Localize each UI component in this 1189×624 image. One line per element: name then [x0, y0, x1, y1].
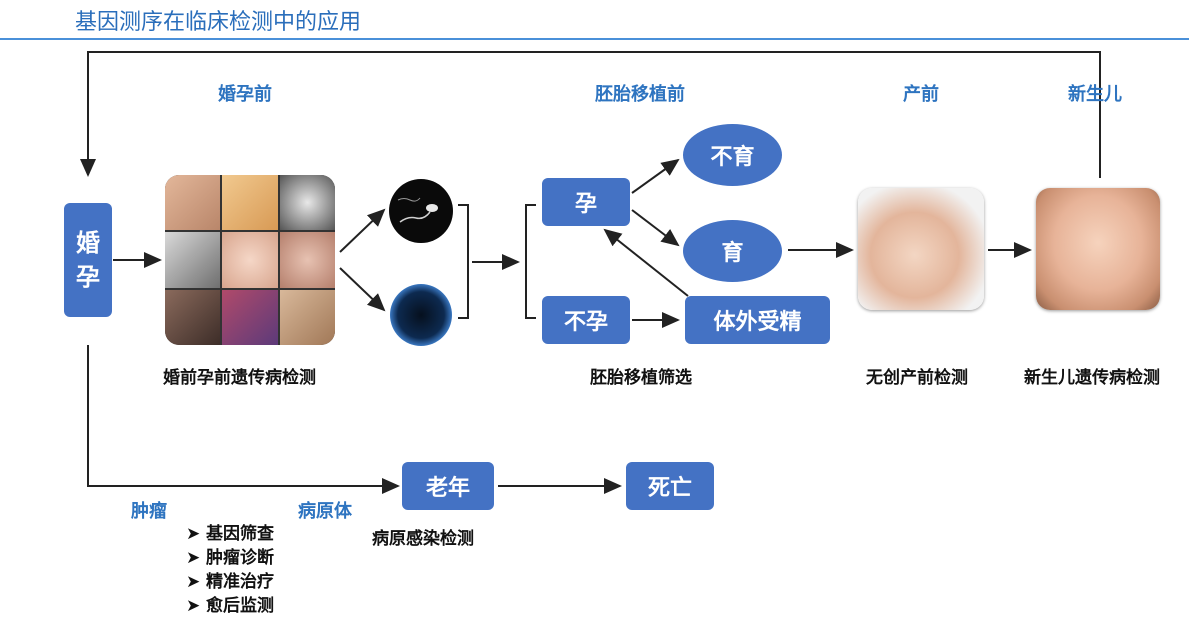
- branch-tumor: 肿瘤: [131, 501, 167, 522]
- bullet-arrow-icon: ➤: [186, 548, 201, 568]
- branch-pathogen: 病原体: [298, 501, 352, 522]
- arrow-ivf-to-pregnant: [603, 228, 689, 297]
- sterility-ellipse: 不育: [683, 124, 782, 186]
- genetic-disease-photo-collage: [165, 175, 335, 345]
- egg-image: [390, 284, 452, 346]
- pregnant-box: 孕: [542, 178, 630, 226]
- caption-pathogen-detection: 病原感染检测: [372, 529, 474, 549]
- title-divider: [0, 38, 1189, 40]
- arrow-to-sperm: [339, 208, 386, 253]
- arrow-to-sterility: [631, 158, 680, 194]
- marriage-pregnancy-box: 婚 孕: [64, 203, 112, 317]
- old-age-box: 老年: [402, 462, 494, 510]
- arrow-to-egg: [339, 267, 386, 312]
- page-title: 基因测序在临床检测中的应用: [75, 10, 362, 35]
- embryo-bracket: [525, 204, 536, 319]
- stage-premarital: 婚孕前: [218, 84, 272, 105]
- stage-preimplantation: 胚胎移植前: [595, 84, 685, 105]
- arrow-to-fertile: [631, 209, 680, 247]
- gamete-bracket: [458, 204, 469, 319]
- caption-prenatal-testing: 无创产前检测: [866, 368, 968, 388]
- caption-newborn-testing: 新生儿遗传病检测: [1024, 368, 1160, 388]
- list-item: ➤基因筛查: [186, 524, 274, 544]
- list-item: ➤肿瘤诊断: [186, 548, 274, 568]
- loop-connector: [80, 51, 1101, 178]
- sperm-image: [389, 179, 453, 243]
- list-item: ➤精准治疗: [186, 572, 274, 592]
- marriage-label-line1: 婚: [76, 229, 100, 257]
- stage-newborn: 新生儿: [1068, 84, 1122, 105]
- caption-embryo-screening: 胚胎移植筛选: [590, 368, 692, 388]
- death-box: 死亡: [626, 462, 714, 510]
- infertile-box: 不孕: [542, 296, 630, 344]
- bullet-arrow-icon: ➤: [186, 572, 201, 592]
- marriage-label-line2: 孕: [76, 263, 100, 291]
- fertile-ellipse: 育: [683, 220, 782, 282]
- bullet-arrow-icon: ➤: [186, 596, 201, 616]
- stage-prenatal: 产前: [903, 84, 939, 105]
- caption-premarital-testing: 婚前孕前遗传病检测: [163, 368, 316, 388]
- newborn-baby-image: [1036, 188, 1160, 310]
- bullet-arrow-icon: ➤: [186, 524, 201, 544]
- tumor-application-list: ➤基因筛查 ➤肿瘤诊断 ➤精准治疗 ➤愈后监测: [186, 522, 274, 618]
- lower-branch-connector: [87, 345, 400, 494]
- list-item: ➤愈后监测: [186, 596, 274, 616]
- ivf-box: 体外受精: [685, 296, 830, 344]
- pregnant-belly-image: [858, 188, 984, 310]
